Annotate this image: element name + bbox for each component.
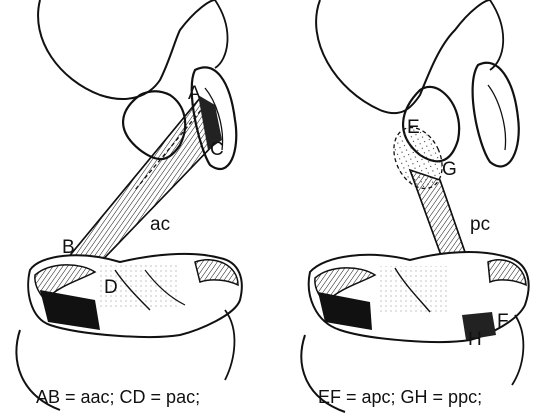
label-H: H bbox=[468, 330, 482, 349]
label-D: D bbox=[104, 278, 118, 297]
right-knee-panel bbox=[301, 0, 528, 412]
label-G: G bbox=[442, 160, 457, 179]
right-lateral-condyle bbox=[473, 63, 519, 167]
label-C: C bbox=[210, 140, 224, 159]
right-caption: EF = apc; GH = ppc; bbox=[318, 388, 482, 406]
left-knee-panel bbox=[16, 0, 241, 410]
label-F: F bbox=[497, 312, 509, 331]
left-acl-band bbox=[62, 98, 218, 275]
label-A: A bbox=[188, 84, 201, 103]
left-femur-outline-inner bbox=[215, 0, 228, 68]
right-femur-outline bbox=[316, 0, 490, 113]
left-caption: AB = aac; CD = pac; bbox=[36, 388, 200, 406]
label-B: B bbox=[62, 238, 75, 257]
label-pc: pc bbox=[470, 215, 490, 234]
label-ac: ac bbox=[150, 215, 170, 234]
label-E: E bbox=[407, 118, 420, 137]
